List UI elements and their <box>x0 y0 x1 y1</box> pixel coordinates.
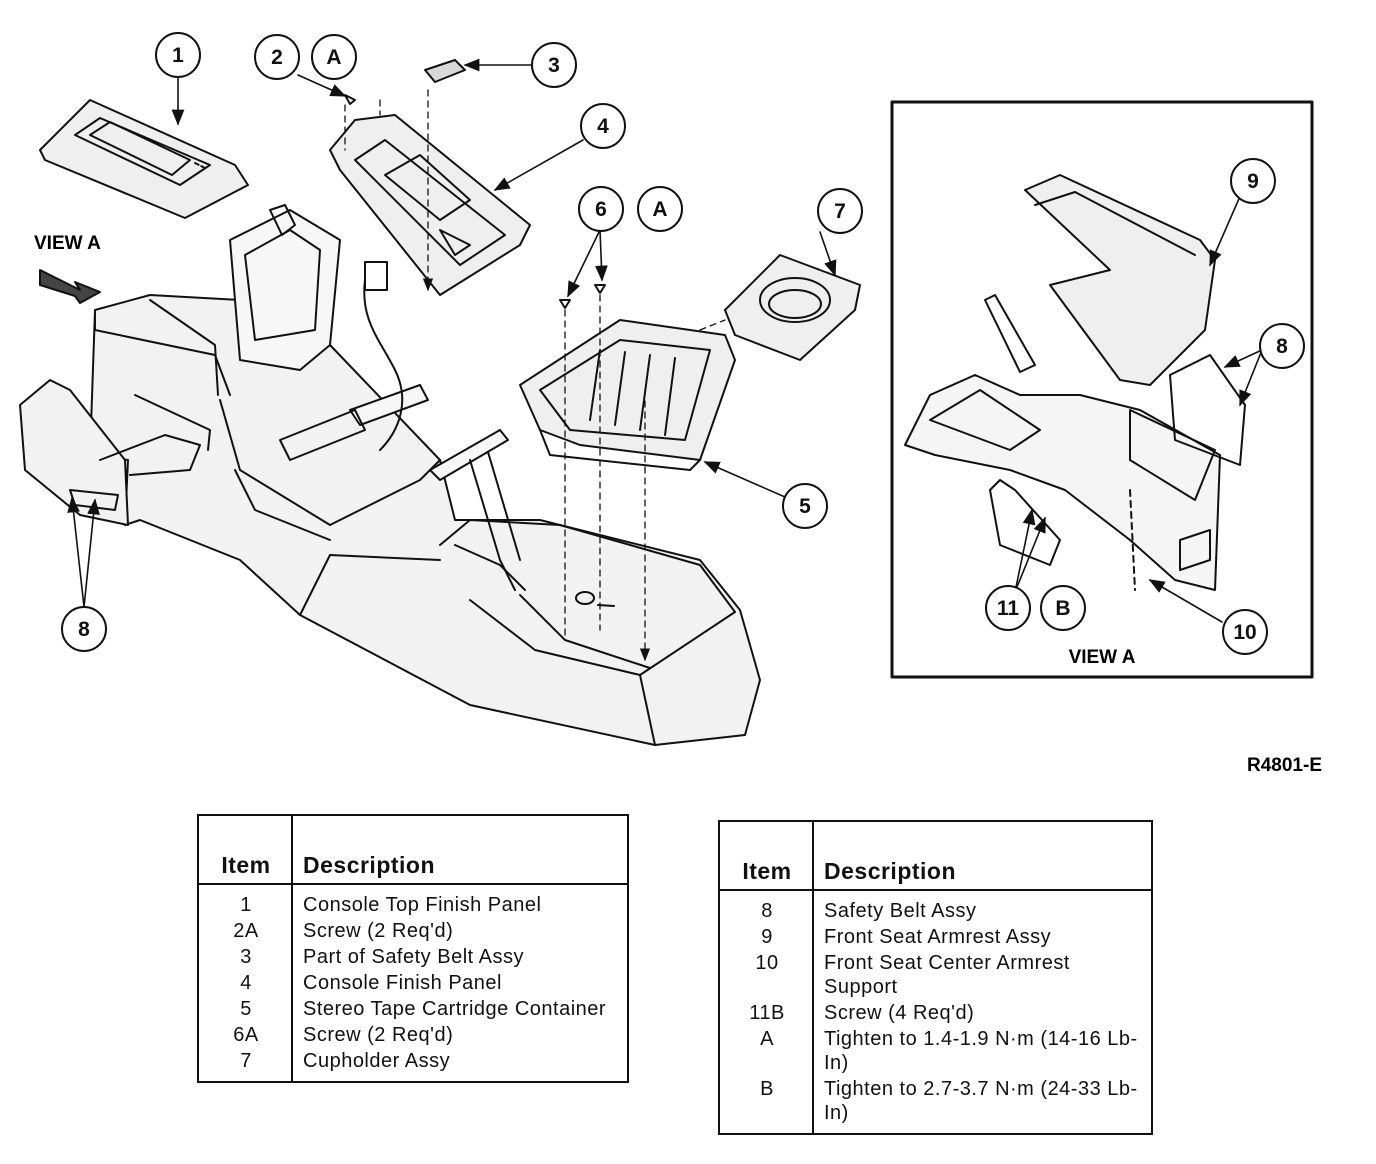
callout-2: 2 <box>254 34 300 80</box>
legend-description: Cupholder Assy <box>303 1050 451 1072</box>
legend-row: 3 Part of Safety Belt Assy <box>198 944 628 970</box>
view-a-arrow <box>39 269 101 304</box>
callout-11: 11 <box>985 585 1031 631</box>
legend-header-row: Item Description <box>719 821 1152 891</box>
svg-text:A: A <box>652 198 667 221</box>
legend-description: Screw (2 Req'd) <box>303 920 454 942</box>
console-finish-panel <box>329 114 531 296</box>
svg-text:4: 4 <box>597 115 609 138</box>
callout-a-2: A <box>637 186 683 232</box>
view-a-inset-frame <box>890 100 1314 679</box>
legend-description: Part of Safety Belt Assy <box>303 946 524 968</box>
callout-1: 1 <box>155 32 201 78</box>
legend-item: 5 <box>198 996 293 1022</box>
item-column-header: Item <box>719 821 814 891</box>
legend-description: Safety Belt Assy <box>824 900 977 922</box>
callout-3: 3 <box>531 42 577 88</box>
shift-lever-assembly <box>229 204 429 461</box>
legend-row: 9 Front Seat Armrest Assy <box>719 924 1152 950</box>
legend-description: Stereo Tape Cartridge Container <box>303 998 607 1020</box>
svg-text:5: 5 <box>799 495 811 518</box>
legend-row: 1 Console Top Finish Panel <box>198 884 628 918</box>
svg-text:8: 8 <box>78 618 90 641</box>
legend-item: 2A <box>198 918 293 944</box>
figure-code: R4801-E <box>1247 755 1322 776</box>
legend-description: Tighten to 2.7-3.7 N·m (24-33 Lb-In) <box>824 1078 1138 1124</box>
leader-lines <box>67 58 837 608</box>
legend-item: 3 <box>198 944 293 970</box>
legend-item: 11B <box>719 1000 814 1026</box>
svg-text:11: 11 <box>997 597 1020 620</box>
legend-description: Screw (4 Req'd) <box>824 1002 975 1024</box>
safety-belt-assy-main <box>19 379 211 526</box>
svg-text:A: A <box>326 46 341 69</box>
item-column-header: Item <box>198 815 293 885</box>
legend-description: Front Seat Center Armrest Support <box>824 952 1070 998</box>
callout-b: B <box>1040 585 1086 631</box>
svg-text:10: 10 <box>1233 621 1256 644</box>
description-column-header: Description <box>813 821 1152 891</box>
callout-10: 10 <box>1222 609 1268 655</box>
legend-item: 1 <box>198 884 293 918</box>
legend-item: B <box>719 1076 814 1134</box>
view-a-label-inset: VIEW A <box>1069 647 1136 668</box>
svg-text:6: 6 <box>595 198 607 221</box>
legend-row: 4 Console Finish Panel <box>198 970 628 996</box>
legend-item: 9 <box>719 924 814 950</box>
exploded-console-diagram: 1 2 A 3 4 6 A 7 5 8 9 8 11 B 10 VIEW A V… <box>19 32 1322 776</box>
svg-text:8: 8 <box>1276 335 1288 358</box>
legend-description: Screw (2 Req'd) <box>303 1024 454 1046</box>
screws <box>344 59 606 309</box>
legend-row: 11B Screw (4 Req'd) <box>719 1000 1152 1026</box>
console-top-finish-panel <box>39 99 249 219</box>
description-column-header: Description <box>292 815 628 885</box>
stereo-tape-cartridge-container <box>519 319 736 471</box>
legend-item: 10 <box>719 950 814 1000</box>
callout-8-inset: 8 <box>1259 323 1305 369</box>
assembly-guides <box>344 89 726 662</box>
legend-item: 4 <box>198 970 293 996</box>
legend-description: Tighten to 1.4-1.9 N·m (14-16 Lb-In) <box>824 1028 1138 1074</box>
legend-description: Console Top Finish Panel <box>303 894 542 916</box>
legend-item: 8 <box>719 890 814 924</box>
view-a-inset-drawing <box>904 174 1263 623</box>
callout-8-main: 8 <box>61 606 107 652</box>
svg-text:7: 7 <box>834 200 846 223</box>
legend-table-left: Item Description 1 Console Top Finish Pan… <box>197 814 629 1083</box>
legend-header-row: Item Description <box>198 815 628 885</box>
legend-row: 8 Safety Belt Assy <box>719 890 1152 924</box>
svg-text:2: 2 <box>271 46 283 69</box>
legend-item: A <box>719 1026 814 1076</box>
console-body <box>89 294 761 746</box>
legend-item: 7 <box>198 1048 293 1082</box>
gear-shift <box>429 429 521 591</box>
legend-description: Console Finish Panel <box>303 972 502 994</box>
legend-row: 6A Screw (2 Req'd) <box>198 1022 628 1048</box>
callout-7: 7 <box>817 188 863 234</box>
legend-item: 6A <box>198 1022 293 1048</box>
svg-text:9: 9 <box>1247 170 1259 193</box>
callout-4: 4 <box>580 103 626 149</box>
svg-text:1: 1 <box>172 44 184 67</box>
svg-text:B: B <box>1055 597 1070 620</box>
callout-6: 6 <box>578 186 624 232</box>
legend-row: 5 Stereo Tape Cartridge Container <box>198 996 628 1022</box>
legend-row: 2A Screw (2 Req'd) <box>198 918 628 944</box>
callout-9: 9 <box>1230 158 1276 204</box>
view-a-label-main: VIEW A <box>34 233 101 254</box>
legend-description: Front Seat Armrest Assy <box>824 926 1052 948</box>
cupholder-assy <box>724 254 861 361</box>
callout-a-1: A <box>311 34 357 80</box>
legend-row: 7 Cupholder Assy <box>198 1048 628 1082</box>
callout-5: 5 <box>782 483 828 529</box>
svg-text:3: 3 <box>548 54 560 77</box>
